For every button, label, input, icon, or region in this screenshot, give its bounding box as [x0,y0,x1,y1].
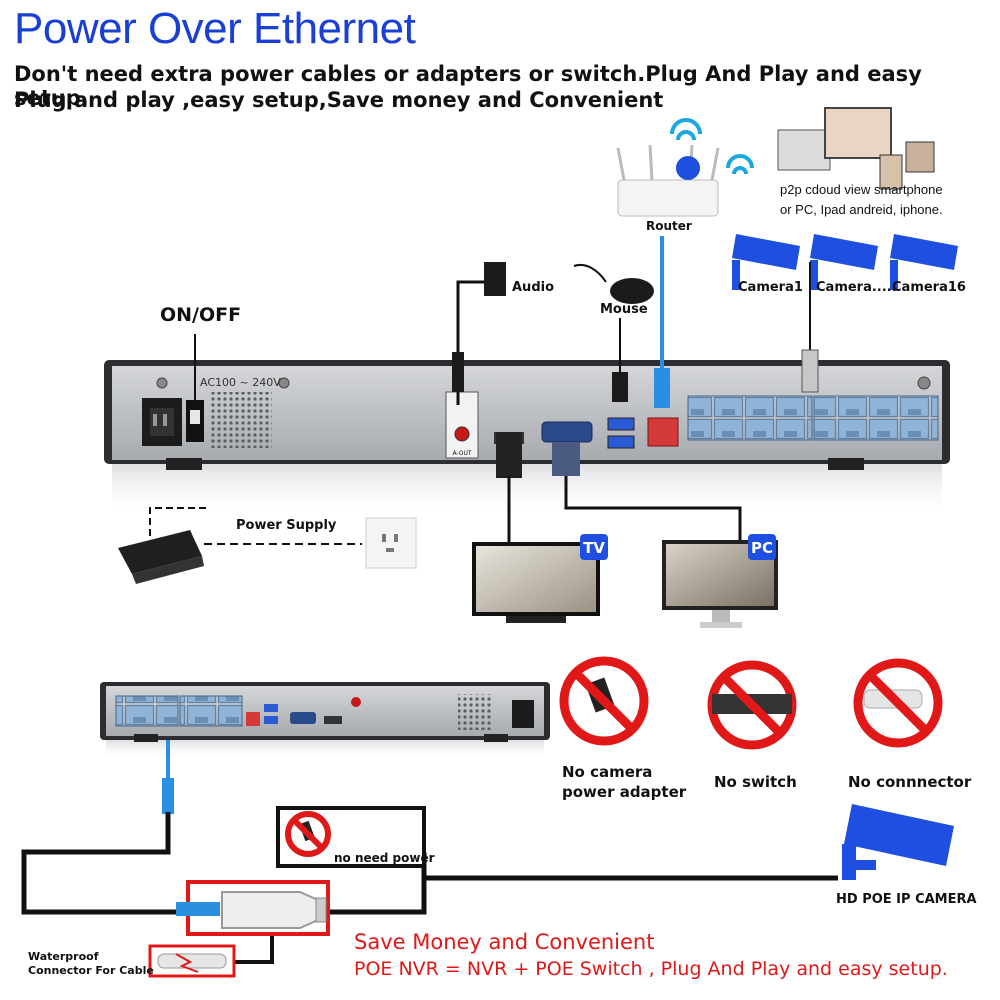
vent-grille [210,392,272,448]
camera-mid-icon [810,234,878,290]
subtitle-line-2: Plug and play ,easy setup,Save money and… [14,88,664,112]
no-connector-icon [853,658,943,748]
waterproof-connector-icon [221,891,319,929]
power-supply-label: Power Supply [236,518,337,533]
nvr-rear-panel: A-OUT [104,360,950,519]
wifi-icon [670,118,702,135]
no-adapter-label: No camera power adapter [562,762,686,802]
tv-badge [580,534,608,560]
voltage-label: AC100 ~ 240V [200,376,281,389]
audio-port-box [445,391,479,459]
audio-label: Audio [512,280,555,295]
rj45-plug-blue-bottom [162,778,174,814]
vga-cable [564,476,742,542]
camera-16-label: Camera16 [892,280,966,295]
camera-1-icon [732,234,800,290]
no-adapter-icon [559,656,649,746]
waterproof-label-1: Waterproof [28,950,99,963]
mouse-icon [610,278,654,304]
pc-badge [748,534,776,560]
p2p-text-line-1: p2p cdoud view smartphone [780,182,943,197]
screw [156,377,168,389]
hd-poe-camera-icon [842,804,954,880]
wifi-icon [726,154,754,169]
no-switch-label: No switch [714,773,797,791]
wall-socket-icon [365,517,417,569]
ac-cord [149,507,210,536]
vga-port [541,421,593,443]
nvr-rear-panel-bottom [100,682,550,760]
cable-blue-segment [176,902,220,916]
poe-port-block-1 [687,395,813,441]
nvr-reflection [112,464,942,519]
devices-icon [777,107,935,190]
camera-icons [732,234,958,290]
router-label: Router [646,219,692,233]
camera-mid-label: Camera..... [816,280,897,295]
p2p-text-line-2: or PC, Ipad andreid, iphone. [780,202,943,217]
ground-screw [917,376,931,390]
speaker-icon [484,262,506,296]
rj45-plug-blue [654,368,670,408]
no-need-power-label: no need power [334,851,435,865]
audio-out-port [454,426,470,442]
bottom-poe-cable-left [21,812,178,915]
camera-1-label: Camera1 [738,280,803,295]
no-adapter-line-2: power adapter [562,783,687,801]
save-money-line-1: Save Money and Convenient [354,930,655,954]
screw [278,377,290,389]
tv-badge-label: TV [583,539,605,557]
bottom-poe-cable-right [421,852,838,881]
camera-16-icon [890,234,958,290]
nvr-foot [166,458,202,470]
no-connector-label: No connnector [848,773,972,791]
page-title: Power Over Ethernet [14,4,416,53]
power-switch [190,410,200,424]
usb-port [607,435,635,449]
pc-badge-label: PC [751,539,773,557]
audio-out-label: A-OUT [452,450,471,457]
rj45-plug-grey [801,349,819,393]
usb-port [607,417,635,431]
hdmi-plug [496,432,522,478]
vga-plug [552,442,580,476]
save-money-line-2: POE NVR = NVR + POE Switch , Plug And Pl… [354,958,948,980]
hd-poe-camera-label: HD POE IP CAMERA [836,892,977,907]
mouse-label: Mouse [600,302,648,317]
no-adapter-line-1: No camera [562,763,653,781]
mouse-cord [573,264,607,283]
subtitle-line-1: Don't need extra power cables or adapter… [14,62,922,110]
usb-plug [612,372,628,402]
nvr-foot [828,458,864,470]
no-power-icon [285,811,331,857]
on-off-label: ON/OFF [160,304,242,326]
tv-icon [472,542,600,623]
router-icon [616,144,720,217]
power-adapter-icon [118,530,204,584]
waterproof-label-2: Connector For Cable [28,964,154,977]
poe-port-block-2 [813,395,939,441]
no-switch-icon [707,660,797,750]
lan-uplink-port [647,417,679,447]
